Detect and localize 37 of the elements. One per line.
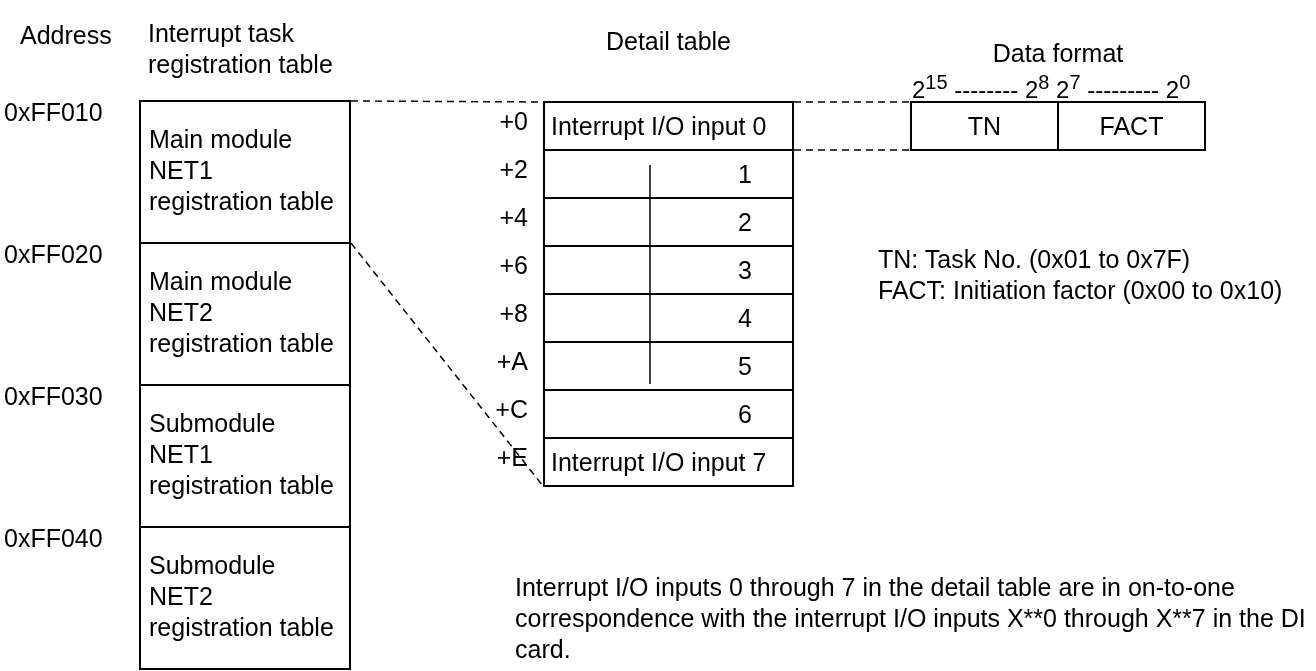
table-row: 1 <box>543 149 794 199</box>
address-label: 0xFF040 <box>4 523 103 554</box>
offset-label: +E <box>495 442 528 473</box>
table-row: 5 <box>543 341 794 391</box>
dashed-guide-line <box>793 101 911 103</box>
column-heading: Address <box>20 20 112 51</box>
dashed-guide-line <box>793 149 911 151</box>
bit-range-label: 2$^{15}$ -------- 2$^{8}$ 2$^{7}$ --------- 2$^{0}$ <box>912 70 1191 104</box>
note-text: FACT: Initiation factor (0x00 to 0x10) <box>878 275 1283 306</box>
note-text: TN: Task No. (0x01 to 0x7F) <box>878 244 1191 275</box>
address-label: 0xFF030 <box>4 381 103 412</box>
table-heading: Detail table <box>604 26 733 57</box>
table-heading: Data format <box>991 38 1125 69</box>
address-label: 0xFF020 <box>4 239 103 270</box>
table-row: Main module NET2 registration table <box>139 242 351 386</box>
table-row: 2 <box>543 197 794 247</box>
table-row: 4 <box>543 293 794 343</box>
table-heading: Interrupt task registration table <box>148 18 334 80</box>
table-row: 6 <box>543 389 794 439</box>
table-row: Submodule NET2 registration table <box>139 526 351 670</box>
table-row: 3 <box>543 245 794 295</box>
table-cell: TN <box>910 101 1059 151</box>
table-row: Main module NET1 registration table <box>139 100 351 244</box>
table-row: Interrupt I/O input 7 <box>543 437 794 487</box>
note-paragraph: Interrupt I/O inputs 0 through 7 in the detail table are in on-to-one correspondence with the interrupt I/O inputs X**0 through X**7 in the DI card. <box>515 572 1307 665</box>
offset-label: +A <box>495 346 528 377</box>
offset-label: +6 <box>498 250 528 281</box>
address-label: 0xFF010 <box>4 97 103 128</box>
offset-label: +2 <box>498 154 528 185</box>
dashed-guide-line <box>350 242 544 487</box>
table-row: Interrupt I/O input 0 <box>543 101 794 151</box>
offset-label: +4 <box>498 202 528 233</box>
table-row: Submodule NET1 registration table <box>139 384 351 528</box>
offset-label: +8 <box>498 298 528 329</box>
table-cell: FACT <box>1057 101 1206 151</box>
offset-label: +0 <box>498 106 528 137</box>
offset-label: +C <box>494 394 528 425</box>
